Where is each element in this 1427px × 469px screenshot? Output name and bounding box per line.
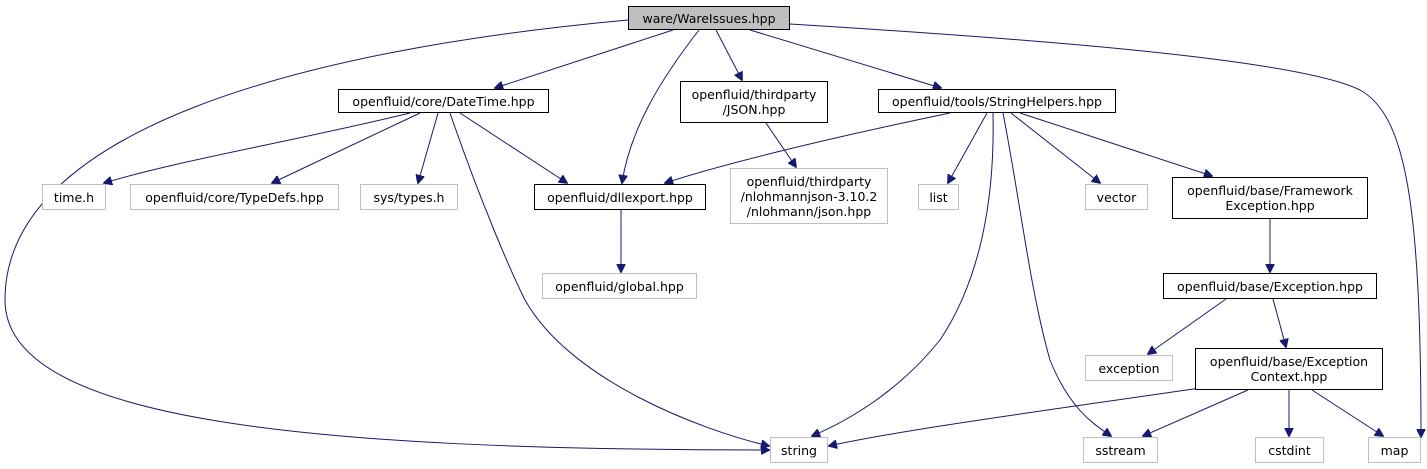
edge-root-to-datetime: [495, 29, 674, 88]
node-exception-hpp[interactable]: openfluid/base/Exception.hpp: [1163, 273, 1377, 299]
edge-exccontext-to-map: [1311, 389, 1383, 436]
node-datetime[interactable]: openfluid/core/DateTime.hpp: [338, 89, 549, 113]
node-sstream: sstream: [1083, 437, 1158, 463]
edge-datetime-to-dllexport: [459, 112, 567, 183]
edge-datetime-to-timeh: [104, 112, 411, 183]
node-json[interactable]: openfluid/thirdparty /JSON.hpp: [680, 81, 828, 123]
node-nlohmann-json: openfluid/thirdparty /nlohmannjson-3.10.…: [730, 168, 888, 224]
edge-exccontext-to-string: [829, 387, 1201, 446]
node-exception: exception: [1085, 355, 1173, 381]
node-time-h: time.h: [42, 184, 106, 210]
edge-datetime-to-string: [449, 112, 769, 446]
edge-exception_hpp-to-exccontext: [1272, 298, 1286, 347]
node-cstdint: cstdint: [1255, 437, 1324, 463]
node-string: string: [770, 437, 828, 463]
edge-exccontext-to-sstream: [1143, 389, 1249, 436]
node-list: list: [918, 184, 959, 210]
edge-datetime-to-systypes: [418, 112, 439, 183]
edge-stringhelpers-to-list: [948, 112, 988, 183]
edge-json-to-nlohmann: [765, 122, 796, 167]
node-stringhelpers[interactable]: openfluid/tools/StringHelpers.hpp: [878, 89, 1116, 113]
edge-root-to-json: [715, 29, 742, 80]
node-framework-exception[interactable]: openfluid/base/Framework Exception.hpp: [1172, 177, 1368, 219]
edge-datetime-to-typedefs: [272, 112, 421, 183]
edge-stringhelpers-to-vector: [1010, 112, 1100, 183]
edge-root-to-string: [4, 19, 769, 450]
edge-exception_hpp-to-exception: [1148, 298, 1227, 354]
edge-stringhelpers-to-frameworkexc: [1019, 112, 1212, 176]
node-typedefs: openfluid/core/TypeDefs.hpp: [130, 184, 339, 210]
node-exception-context[interactable]: openfluid/base/Exception Context.hpp: [1195, 348, 1383, 390]
node-map: map: [1368, 437, 1421, 463]
edge-stringhelpers-to-sstream: [1002, 112, 1111, 436]
node-global: openfluid/global.hpp: [542, 273, 697, 299]
node-dllexport[interactable]: openfluid/dllexport.hpp: [534, 184, 706, 210]
edge-root-to-map: [789, 23, 1421, 437]
edge-root-to-stringhelpers: [749, 29, 941, 88]
node-root[interactable]: ware/WareIssues.hpp: [628, 6, 790, 30]
edge-stringhelpers-to-dllexport: [665, 112, 951, 183]
node-sys-types: sys/types.h: [360, 184, 458, 210]
edge-stringhelpers-to-string: [812, 112, 994, 436]
edge-root-to-dllexport: [622, 29, 700, 183]
node-vector: vector: [1085, 184, 1148, 210]
